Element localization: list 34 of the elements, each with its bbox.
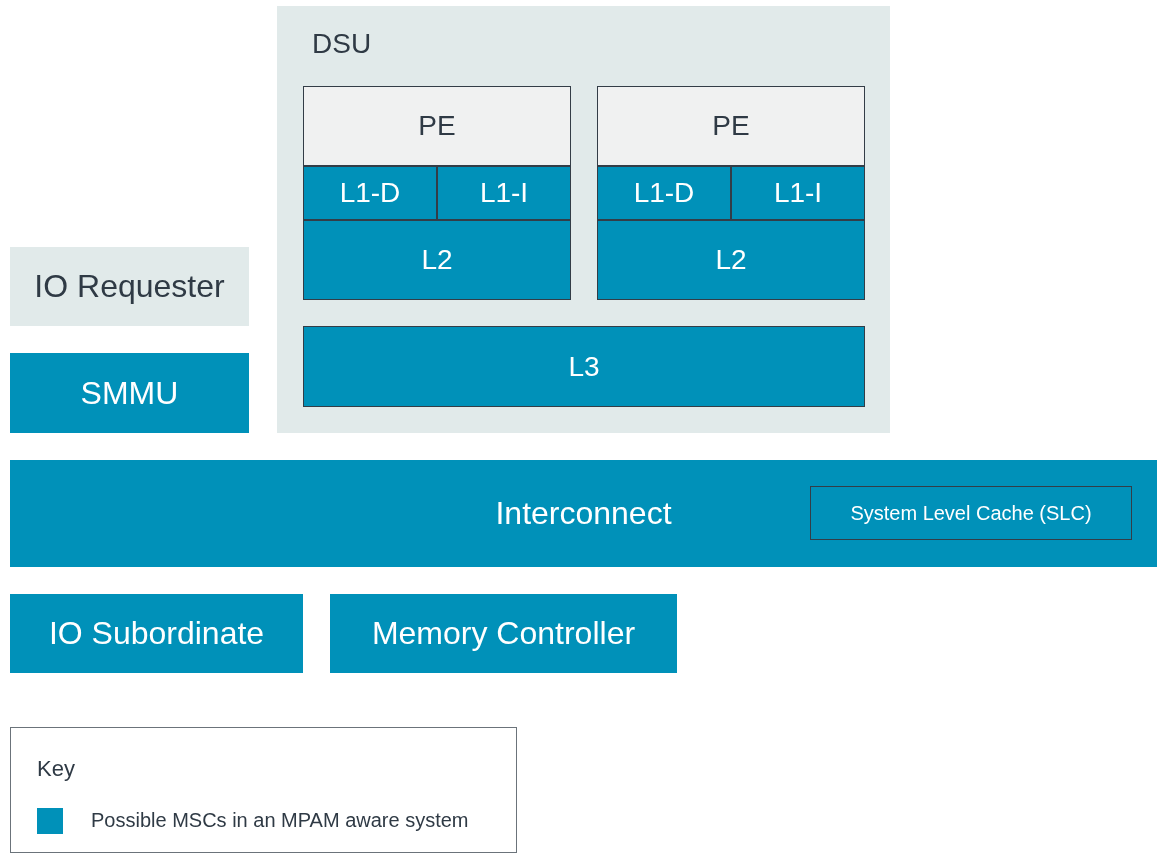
block-label: SMMU (80, 374, 179, 412)
cache-block (303, 220, 571, 300)
block-label: L2 (715, 244, 747, 276)
component-block (10, 594, 303, 673)
block-label: L1-D (633, 177, 695, 209)
block-label: L1-I (773, 177, 823, 209)
block-label: System Level Cache (SLC) (850, 501, 1092, 525)
interconnect-bar (10, 460, 1157, 567)
component-block (10, 353, 249, 433)
block-label: PE (418, 110, 456, 142)
block-label: Memory Controller (371, 615, 636, 652)
cache-block (303, 166, 437, 220)
cache-block (731, 166, 865, 220)
cache-block (437, 166, 571, 220)
cache-block (597, 166, 731, 220)
legend-label: Possible MSCs in an MPAM aware system (91, 809, 469, 832)
group-title: DSU (312, 28, 372, 60)
cache-block (303, 326, 865, 407)
block-label: IO Subordinate (48, 615, 265, 652)
cache-block (810, 486, 1132, 540)
cluster-panel (277, 6, 890, 433)
processor-block (303, 86, 571, 166)
block-label: L1-D (339, 177, 401, 209)
block-label: L1-I (479, 177, 529, 209)
processor-block (597, 86, 865, 166)
component-block (330, 594, 677, 673)
component-block (10, 247, 249, 326)
block-label: L2 (421, 244, 453, 276)
block-label: L3 (568, 350, 600, 383)
block-label: PE (712, 110, 750, 142)
block-label: IO Requester (34, 268, 225, 305)
cache-block (597, 220, 865, 300)
block-label: Interconnect (495, 495, 672, 532)
legend-title: Key (37, 756, 75, 782)
